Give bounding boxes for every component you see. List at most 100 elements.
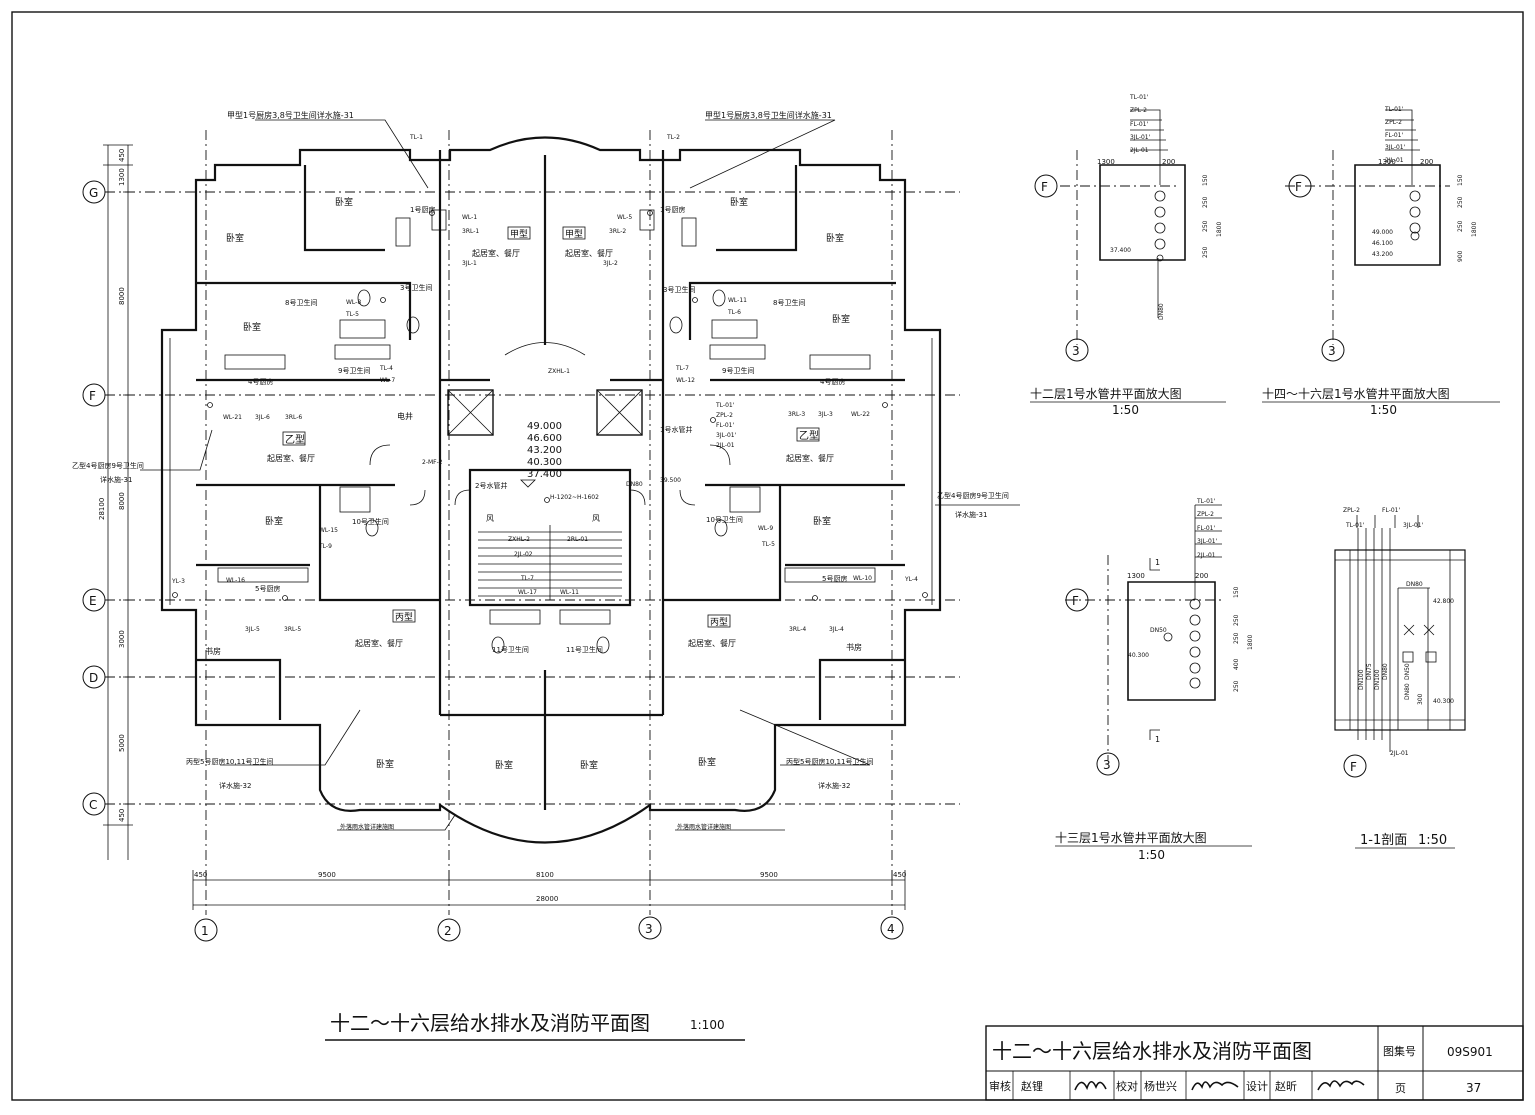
sec-label: DN100 xyxy=(1358,669,1365,690)
dim-v-total: 28100 xyxy=(98,498,106,520)
stack-label: FL-01' xyxy=(1197,525,1215,532)
pipe-label: 2-MF-2 xyxy=(422,459,443,466)
stack-label: 2JL-01 xyxy=(1197,552,1216,559)
note-rain-left: 外落雨水管详建施图 xyxy=(340,823,394,831)
pipe-label: WL-17 xyxy=(518,589,537,596)
d13-section-mark: 1 xyxy=(1155,558,1160,567)
pipe-label: WL-10 xyxy=(853,575,872,582)
sec-label: DN80 xyxy=(1382,663,1389,680)
d13-dn: DN50 xyxy=(1150,627,1167,634)
room-bedroom: 卧室 xyxy=(698,756,716,768)
room-bath3: 3号卫生间 xyxy=(400,283,432,292)
note-bing-left-1: 丙型5号厨房10,11号卫生间 xyxy=(186,757,274,766)
room-study: 书房 xyxy=(205,646,221,656)
pipe-label: TL-1 xyxy=(409,134,423,141)
elevator-left-cross xyxy=(447,389,494,436)
d14-axis-col: 3 xyxy=(1328,344,1336,358)
atlas-label: 图集号 xyxy=(1383,1044,1416,1058)
room-kitchen1: 1号厨房 xyxy=(660,205,685,214)
sec-title: 1-1剖面 xyxy=(1360,833,1407,848)
room-bedroom: 卧室 xyxy=(826,232,844,244)
d14-scale: 1:50 xyxy=(1370,403,1397,417)
type-yi: 乙型 xyxy=(799,429,819,442)
note-dn80: DN80 xyxy=(626,481,643,488)
dim-h: 450 xyxy=(893,871,906,879)
review-signature xyxy=(1074,1080,1107,1091)
note-jia-right: 甲型1号厨房3,8号卫生间详水施-31 xyxy=(705,110,832,120)
pipe-label: WL-16 xyxy=(226,577,245,584)
room-bedroom: 卧室 xyxy=(730,196,748,208)
pipe-label: 2RL-01 xyxy=(567,536,588,543)
elevation-1: 46.600 xyxy=(527,433,562,444)
room-kitchen5: 5号厨房 xyxy=(255,584,280,593)
stack-label: 3JL-01' xyxy=(1197,538,1218,545)
dim-total: 28000 xyxy=(536,895,558,903)
pipe-label: WL-12 xyxy=(676,377,695,384)
pipe-label: 3JL-1 xyxy=(462,260,477,267)
d12-axis-col: 3 xyxy=(1072,344,1080,358)
stack-label: TL-01' xyxy=(1129,94,1149,101)
pipe-label: WL-11 xyxy=(560,589,579,596)
pipe-label: WL-21 xyxy=(223,414,242,421)
d12-dim: 1300 xyxy=(1097,158,1115,166)
elevation-2: 43.200 xyxy=(527,445,562,456)
stack-label: TL-01' xyxy=(1384,106,1404,113)
dim-v: 450 xyxy=(118,149,126,162)
d13-dim: 150 xyxy=(1233,586,1240,598)
stack-label: ZPL-2 xyxy=(1197,511,1214,518)
room-bedroom: 卧室 xyxy=(580,759,598,771)
room-bedroom: 卧室 xyxy=(376,758,394,770)
section-1-1: ZPL-2 FL-01' TL-01' 3JL-01' DN80 42.800 … xyxy=(1334,507,1466,849)
d12-elev: 37.400 xyxy=(1110,247,1131,254)
room-kitchen1: 1号厨房 xyxy=(410,205,435,214)
elevator-left xyxy=(447,389,494,436)
detail-14-16f: TL-01' ZPL-2 FL-01' 3JL-01' 2JL-01 1300 … xyxy=(1262,106,1500,417)
d13-title: 十三层1号水管井平面放大图 xyxy=(1055,830,1207,845)
design-name: 赵昕 xyxy=(1275,1079,1297,1093)
dim-v: 450 xyxy=(118,809,126,822)
room-kitchen4: 4号厨房 xyxy=(248,377,273,386)
sec-label: ZPL-2 xyxy=(1343,507,1360,514)
room-bath9: 9号卫生间 xyxy=(338,366,370,375)
title-block-title: 十二～十六层给水排水及消防平面图 xyxy=(992,1039,1312,1063)
pipe-label: 3RL-5 xyxy=(284,626,301,633)
room-living: 起居室、餐厅 xyxy=(472,248,520,258)
room-bath8: 8号卫生间 xyxy=(773,298,805,307)
grid-bubble-row: F xyxy=(89,389,96,403)
elevator-right xyxy=(596,389,643,436)
pipe-label: 3JL-3 xyxy=(818,411,833,418)
elevation-stack: 49.000 46.600 43.200 40.300 37.400 xyxy=(520,421,562,488)
d14-dim: 200 xyxy=(1420,158,1433,166)
check-signature xyxy=(1191,1081,1239,1091)
d13-dim: 250 xyxy=(1233,614,1240,626)
room-living: 起居室、餐厅 xyxy=(355,638,403,648)
stack-label: FL-01' xyxy=(716,422,734,429)
elevation-4: 37.400 xyxy=(527,469,562,480)
d14-dim: 250 xyxy=(1457,220,1464,232)
review-name: 赵锂 xyxy=(1021,1079,1043,1093)
sec-label: 40.300 xyxy=(1433,698,1454,705)
room-living: 起居室、餐厅 xyxy=(565,248,613,258)
dim-h: 8100 xyxy=(536,871,554,879)
dim-h: 9500 xyxy=(760,871,778,879)
detail-13f: TL-01' ZPL-2 FL-01' 3JL-01' 2JL-01 1300 … xyxy=(1055,498,1254,862)
main-floor-plan: 卧室 卧室 卧室 卧室 卧室 卧室 卧室 卧室 卧室 卧室 卧室 卧室 起居室、… xyxy=(72,110,1020,1041)
dim-v: 8000 xyxy=(118,287,126,305)
room-bedroom: 卧室 xyxy=(265,515,283,527)
d14-dim: 250 xyxy=(1457,196,1464,208)
room-labels: 卧室 卧室 卧室 卧室 卧室 卧室 卧室 卧室 卧室 卧室 卧室 卧室 起居室、… xyxy=(205,196,862,771)
room-bedroom: 卧室 xyxy=(832,313,850,325)
room-bedroom: 卧室 xyxy=(243,321,261,333)
dim-h: 9500 xyxy=(318,871,336,879)
pipe-label: WL-9 xyxy=(758,525,773,532)
d13-dim: 250 xyxy=(1233,680,1240,692)
d13-dim: 1800 xyxy=(1247,635,1254,650)
room-bedroom: 卧室 xyxy=(226,232,244,244)
plumbing-fixtures xyxy=(217,209,876,654)
stack-label: 3JL-01' xyxy=(1385,144,1406,151)
balcony-lines xyxy=(169,338,933,605)
stack-label: TL-01' xyxy=(715,402,735,409)
sec-label: DN80 xyxy=(1406,581,1423,588)
page-number: 37 xyxy=(1466,1081,1481,1095)
